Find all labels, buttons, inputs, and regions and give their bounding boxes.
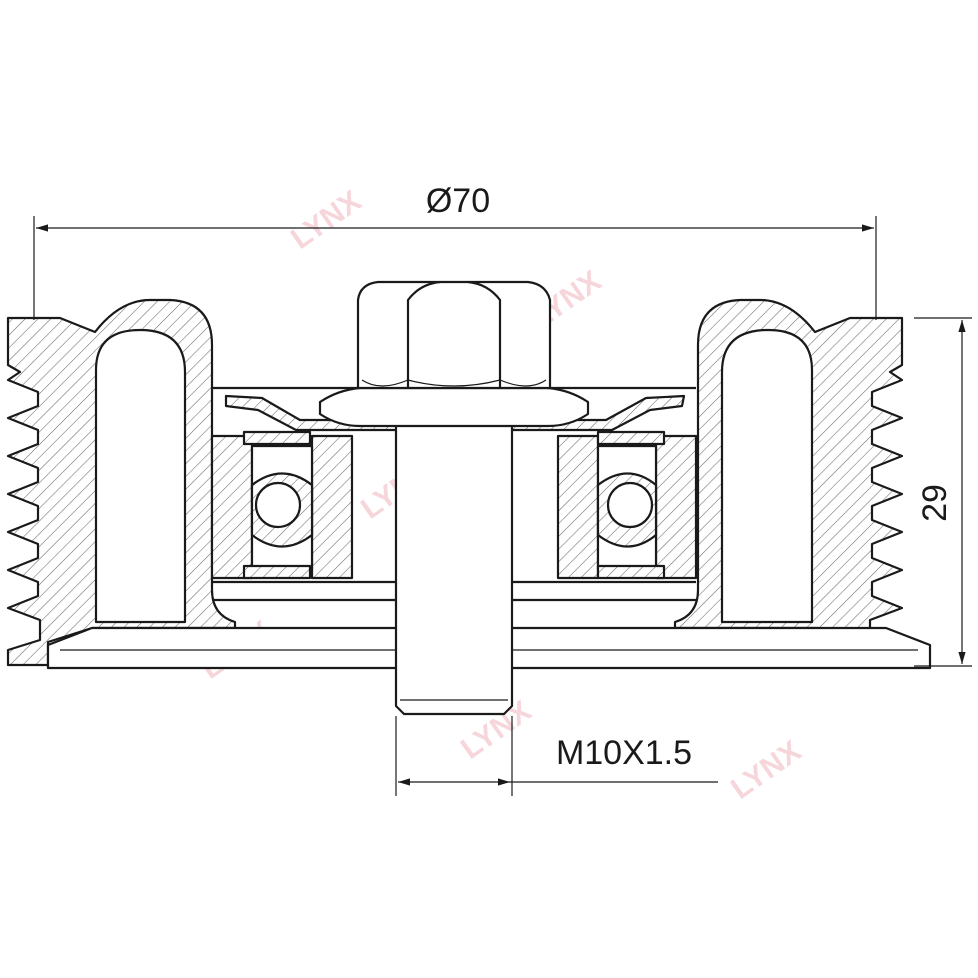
diameter-dimension: Ø70 — [33, 182, 877, 320]
diameter-label: Ø70 — [426, 182, 490, 220]
bearing-right-outer-ring — [654, 434, 698, 580]
bearing-left-ball — [254, 481, 302, 529]
bearing-right — [556, 430, 698, 580]
bearing-left-seal-top — [242, 430, 312, 446]
bearing-right-ball — [606, 481, 654, 529]
bearing-right-inner-ring — [556, 434, 600, 580]
bolt-hex-head — [356, 280, 552, 390]
thread-label: M10X1.5 — [556, 734, 692, 772]
bolt-shank — [394, 408, 514, 716]
bolt — [318, 280, 590, 716]
height-label: 29 — [916, 484, 954, 522]
bolt-hex-facet-right — [467, 280, 502, 388]
bearing-right-seal-top — [596, 430, 666, 446]
bolt-flange — [318, 386, 590, 428]
bearing-left — [210, 430, 354, 580]
bearing-left-outer-ring — [210, 434, 254, 580]
height-dimension: 29 — [914, 317, 972, 667]
watermark-text: LYNX — [725, 734, 807, 805]
bolt-hex-chamfer — [361, 379, 547, 387]
left-inner-pocket — [94, 328, 187, 624]
bearing-right-seal-bottom — [596, 564, 666, 580]
thread-dimension: M10X1.5 — [395, 716, 718, 796]
right-inner-pocket — [720, 328, 814, 624]
bearing-left-seal-bottom — [242, 564, 312, 580]
watermark-text: LYNX — [285, 184, 367, 255]
bearing-left-inner-ring — [310, 434, 354, 580]
bolt-hex-facet-left — [406, 280, 441, 388]
